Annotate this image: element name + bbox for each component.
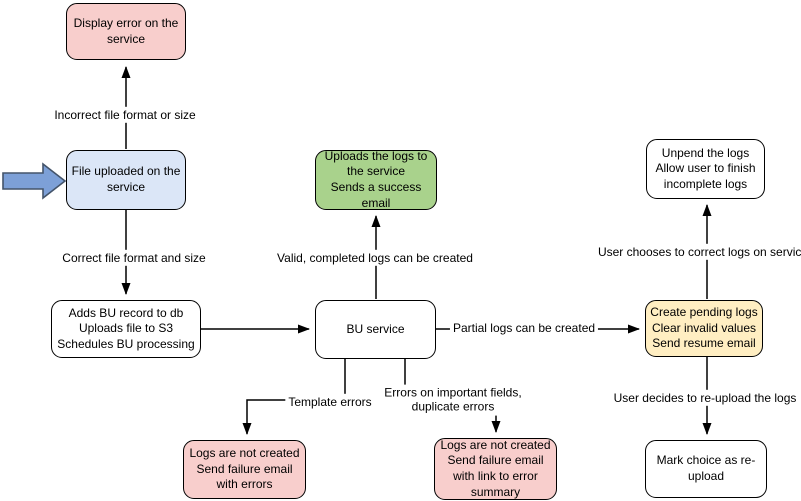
node-bu-service[interactable]: BU service [315,300,436,359]
node-logs-not-created-summary[interactable]: Logs are not created Send failure email … [434,438,557,500]
node-adds-bu-record[interactable]: Adds BU record to db Uploads file to S3 … [51,300,201,358]
node-uploads-logs-success[interactable]: Uploads the logs to the service Sends a … [315,149,437,210]
node-file-uploaded[interactable]: File uploaded on the service [66,150,186,210]
node-display-error[interactable]: Display error on the service [66,3,186,60]
edge-label-user-corrects: User chooses to correct logs on service [594,243,801,261]
edge-label-correct-format: Correct file format and size [59,249,209,267]
entry-arrow-icon[interactable] [2,162,67,200]
edge-label-partial-logs: Partial logs can be created [449,319,599,337]
edge-label-valid-logs: Valid, completed logs can be created [274,249,476,267]
edge-label-important-field-errors: Errors on important fields, duplicate er… [372,384,534,416]
node-create-pending-logs[interactable]: Create pending logs Clear invalid values… [645,300,763,357]
edge-label-template-errors: Template errors [285,393,375,411]
edge-label-user-reuploads: User decides to re-upload the logs [610,389,800,407]
node-mark-reupload[interactable]: Mark choice as re-upload [645,440,767,498]
node-unpend-logs[interactable]: Unpend the logs Allow user to finish inc… [646,139,765,199]
edge-label-incorrect-format: Incorrect file format or size [51,106,199,124]
node-logs-not-created-errors[interactable]: Logs are not created Send failure email … [183,440,306,499]
